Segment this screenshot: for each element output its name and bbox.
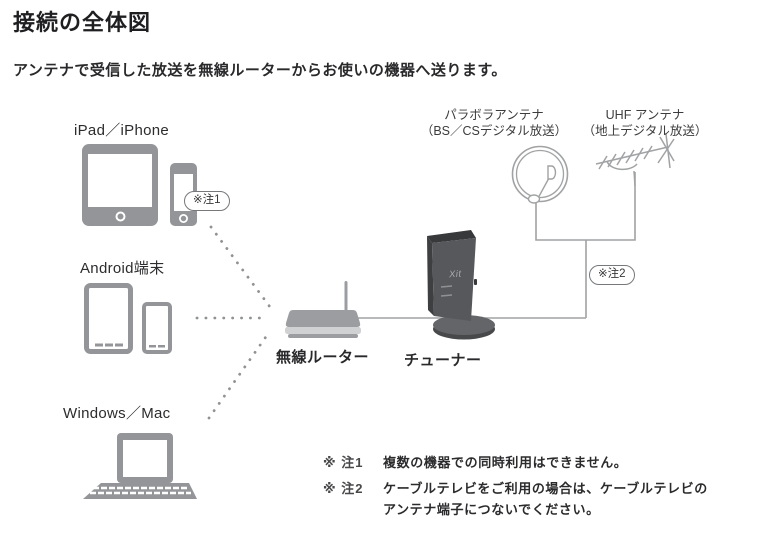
tuner-logo: Xit <box>448 268 462 281</box>
parabola-antenna-desc: （BS／CSデジタル放送） <box>420 124 568 138</box>
wifi-router-icon <box>285 281 361 338</box>
footnote-row: ※ 注2 ケーブルテレビをご利用の場合は、ケーブルテレビの アンテナ端子につない… <box>323 478 743 520</box>
footnote-marker: ※ 注1 <box>323 455 364 470</box>
uhf-antenna-name: UHF アンテナ <box>605 108 685 122</box>
tablet-icon <box>82 144 158 226</box>
uhf-antenna-icon <box>595 133 675 187</box>
android-label: Android端末 <box>80 260 165 277</box>
footnote-text: 複数の機器での同時利用はできません。 <box>383 455 628 470</box>
laptop-icon <box>83 433 197 499</box>
dotted-link-ios <box>209 225 272 309</box>
tuner-device-icon <box>427 230 495 340</box>
parabola-antenna-name: パラボラアンテナ <box>444 108 544 122</box>
tuner-label: チューナー <box>404 352 482 369</box>
dotted-link-pc <box>207 329 272 420</box>
footnote-row: ※ 注1 複数の機器での同時利用はできません。 <box>323 452 743 473</box>
page-title: 接続の全体図 <box>13 10 152 35</box>
android-tablet-icon <box>84 283 133 354</box>
footnote-marker: ※ 注2 <box>323 481 364 496</box>
footnotes: ※ 注1 複数の機器での同時利用はできません。 ※ 注2 ケーブルテレビをご利用… <box>323 452 743 525</box>
antenna-cables <box>358 172 636 319</box>
note1-pill: ※注1 <box>184 191 230 211</box>
wireless-links <box>195 225 272 420</box>
pc-label: Windows／Mac <box>63 405 171 422</box>
parabola-antenna-icon <box>511 145 569 204</box>
parabola-antenna-label: パラボラアンテナ （BS／CSデジタル放送） <box>409 107 579 139</box>
router-label: 無線ルーター <box>276 349 370 366</box>
ios-label: iPad／iPhone <box>74 122 170 139</box>
page-subtitle: アンテナで受信した放送を無線ルーターからお使いの機器へ送ります。 <box>13 62 507 79</box>
uhf-antenna-label: UHF アンテナ （地上デジタル放送） <box>560 107 730 139</box>
android-smartphone-icon <box>142 302 172 354</box>
uhf-antenna-desc: （地上デジタル放送） <box>582 124 708 138</box>
footnote-text: ケーブルテレビをご利用の場合は、ケーブルテレビの アンテナ端子につないでください… <box>383 481 708 517</box>
note2-pill: ※注2 <box>589 265 635 285</box>
